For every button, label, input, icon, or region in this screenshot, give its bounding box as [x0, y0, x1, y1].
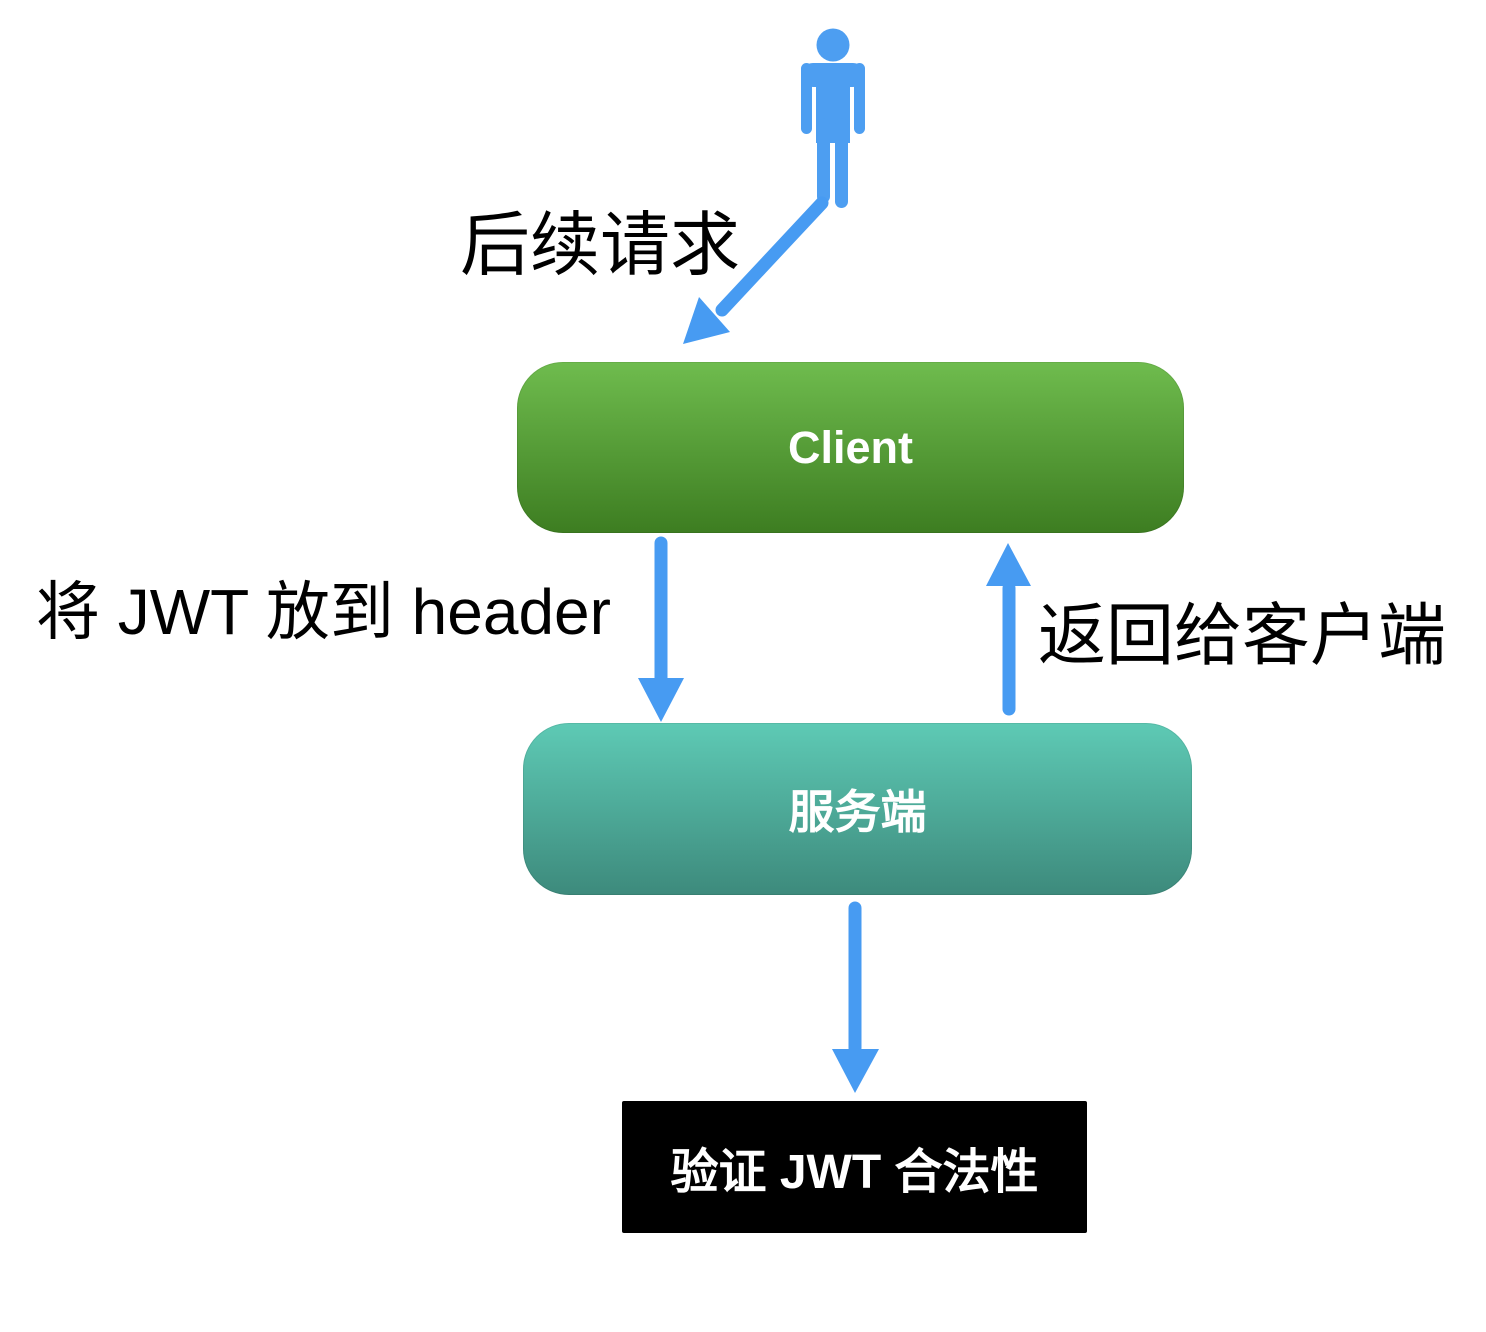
label-subsequent-request: 后续请求: [460, 206, 740, 284]
server-node: 服务端: [523, 723, 1192, 895]
person-icon: [801, 28, 865, 208]
client-node: Client: [517, 362, 1184, 533]
verify-jwt-node: 验证 JWT 合法性: [622, 1101, 1087, 1233]
arrow-server-to-verify: [832, 901, 879, 1093]
verify-jwt-node-label: 验证 JWT 合法性: [670, 1146, 1039, 1199]
label-return-to-client: 返回给客户端: [1038, 598, 1447, 674]
arrow-server-to-client: [986, 543, 1031, 716]
arrow-client-to-server: [638, 536, 684, 722]
client-node-label: Client: [787, 421, 913, 473]
label-jwt-to-header: 将 JWT 放到 header: [36, 576, 611, 648]
server-node-label: 服务端: [788, 786, 927, 838]
